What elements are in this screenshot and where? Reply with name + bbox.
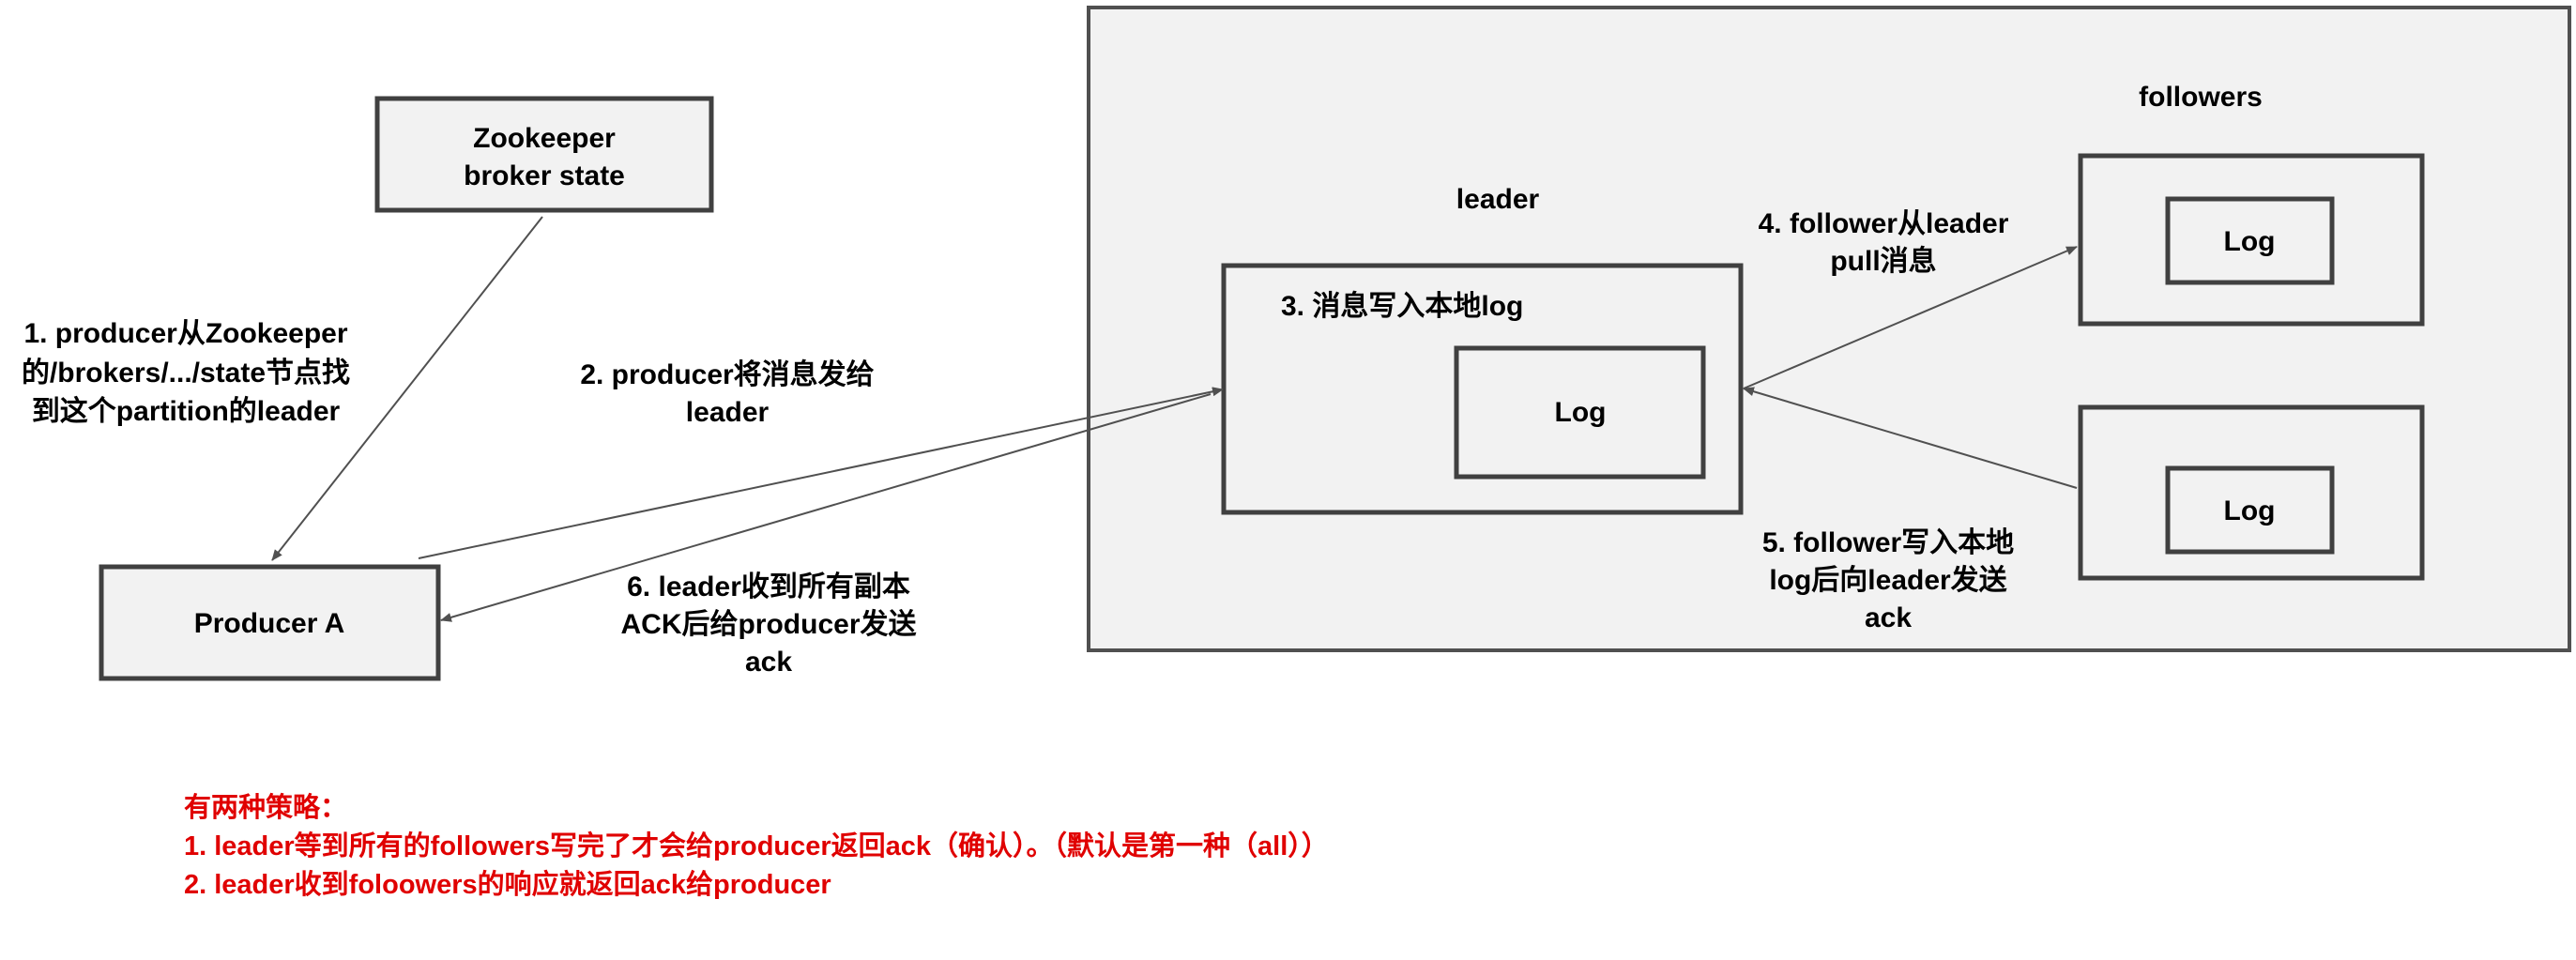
follower2-log-label: Log — [2224, 495, 2276, 526]
follower1-log-label: Log — [2224, 226, 2276, 257]
note-strategy-2: 2. leader收到foloowers的响应就返回ack给producer — [184, 868, 831, 900]
leader-log-box — [1454, 345, 1706, 480]
step5-line1: 5. follower写入本地 — [1762, 527, 2014, 558]
followers-title: followers — [2139, 82, 2263, 113]
step2-line2: leader — [686, 397, 770, 428]
note-heading: 有两种策略： — [184, 791, 347, 823]
follower1-log-box — [2165, 196, 2335, 285]
step5-line2: log后向leader发送 — [1769, 565, 2006, 596]
zookeeper-box — [374, 96, 714, 213]
producer-label: Producer A — [194, 608, 345, 639]
step1-line1: 1. producer从Zookeeper — [23, 318, 347, 349]
step4-line2: pull消息 — [1830, 245, 1936, 277]
leader-log-label: Log — [1555, 397, 1607, 428]
arrow-follower2-to-leader — [1743, 387, 2078, 489]
step2-line1: 2. producer将消息发给 — [580, 358, 874, 390]
zookeeper-label-2: broker state — [464, 160, 625, 191]
producer-box — [99, 564, 441, 681]
step1-line3: 到这个partition的leader — [32, 395, 341, 427]
zookeeper-label-1: Zookeeper — [473, 123, 616, 154]
leader-title: leader — [1456, 184, 1540, 215]
arrow-producer-to-leader — [418, 387, 1224, 559]
step6-line3: ack — [745, 647, 792, 678]
step5-line3: ack — [1865, 602, 1912, 633]
step6-line1: 6. leader收到所有副本 — [627, 571, 910, 602]
arrow-zookeeper-to-producer — [271, 216, 543, 561]
step4-line1: 4. follower从leader — [1759, 208, 2009, 239]
follower2-log-box — [2165, 465, 2335, 555]
note-strategy-1: 1. leader等到所有的followers写完了才会给producer返回a… — [184, 830, 1329, 861]
step3-label: 3. 消息写入本地log — [1281, 290, 1523, 322]
arrow-leader-ack-to-producer — [440, 393, 1212, 622]
arrow-leader-to-follower1 — [1743, 246, 2078, 389]
step6-line2: ACK后给producer发送 — [620, 609, 916, 640]
step1-line2: 的/brokers/.../state节点找 — [22, 358, 350, 389]
